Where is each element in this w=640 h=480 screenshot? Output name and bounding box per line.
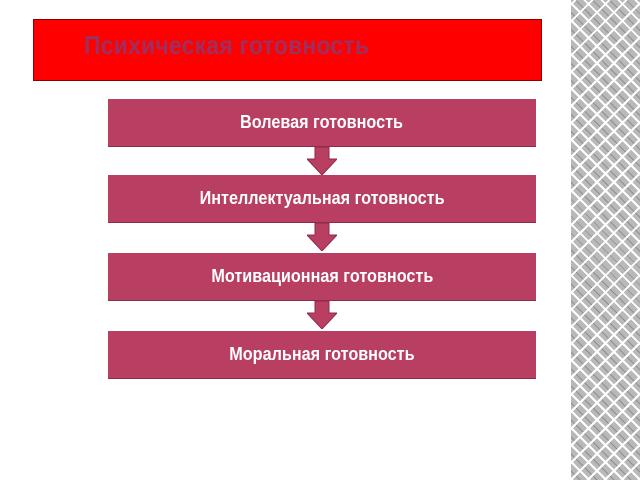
down-arrow-icon (307, 301, 337, 329)
decorative-pattern-strip (571, 0, 640, 480)
step-label: Мотивационная готовность (211, 266, 433, 286)
down-arrow-icon (307, 147, 337, 175)
step-box-motivational: Мотивационная готовность (108, 253, 536, 301)
step-box-intellectual: Интеллектуальная готовность (108, 175, 536, 223)
step-box-moral: Моральная готовность (108, 331, 536, 379)
step-label: Моральная готовность (229, 344, 415, 364)
step-box-volitional: Волевая готовность (108, 99, 536, 147)
page-title: Психическая готовность (84, 30, 370, 60)
step-label: Волевая готовность (240, 112, 404, 132)
down-arrow-icon (307, 223, 337, 251)
step-label: Интеллектуальная готовность (199, 188, 445, 208)
title-banner (33, 19, 542, 81)
